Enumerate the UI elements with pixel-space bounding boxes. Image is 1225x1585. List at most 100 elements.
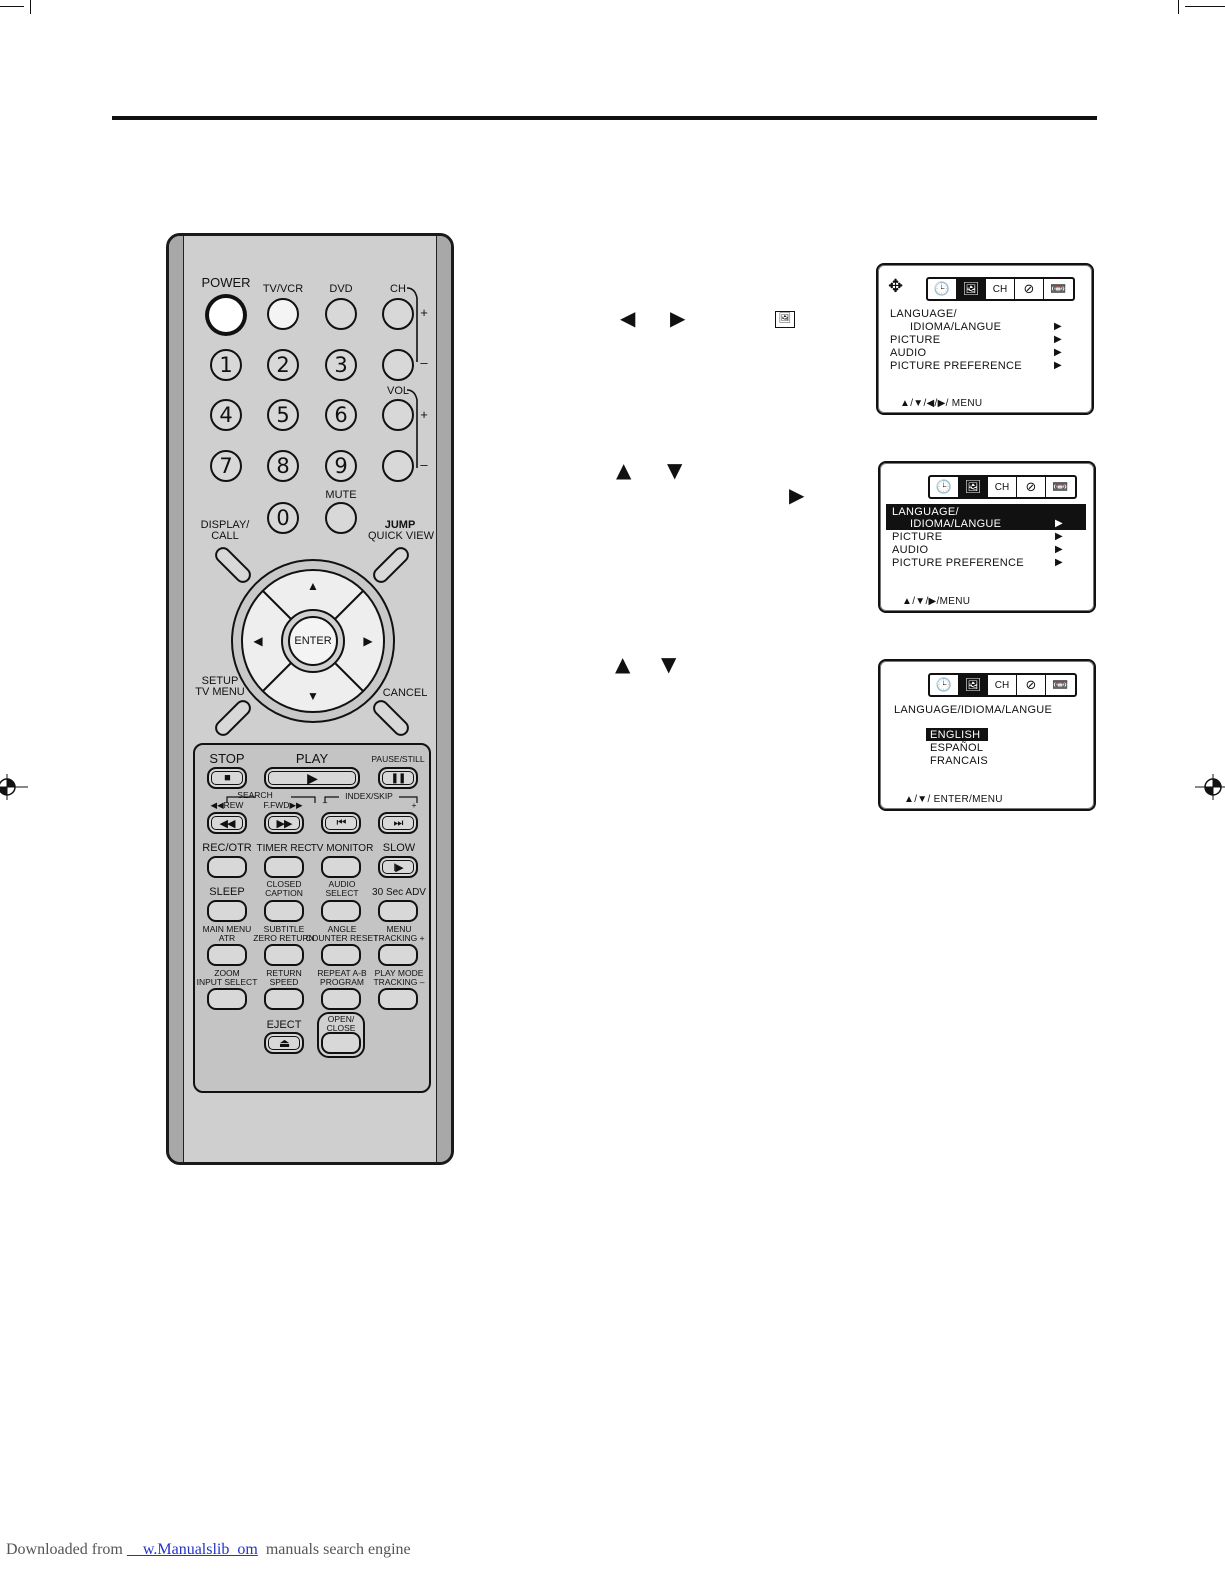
selection-highlight xyxy=(886,504,1086,530)
tv-monitor-label: TV MONITOR xyxy=(310,843,374,854)
vol-down-button[interactable] xyxy=(382,450,414,482)
number-2-button[interactable]: 2 xyxy=(267,349,299,381)
submenu-arrow-icon: ▶ xyxy=(1055,518,1063,529)
mute-button[interactable] xyxy=(325,502,357,534)
remote-control: POWER TV/VCR DVD CH + – 1 2 3 VOL + – 4 … xyxy=(166,233,454,1165)
dpad-right-button[interactable]: ▶ xyxy=(363,634,373,648)
submenu-arrow-icon: ▶ xyxy=(1055,544,1063,555)
30sec-adv-button[interactable] xyxy=(378,900,418,922)
sleep-button[interactable] xyxy=(207,900,247,922)
jump-label: JUMP xyxy=(384,519,416,531)
dpad-left-button[interactable]: ◀ xyxy=(253,634,263,648)
skip-forward-button[interactable]: ⏭ xyxy=(378,812,418,834)
return-speed-button[interactable] xyxy=(264,988,304,1010)
setup-tvmenu-button[interactable] xyxy=(211,696,255,740)
number-5-button[interactable]: 5 xyxy=(267,399,299,431)
crop-mark xyxy=(1178,0,1179,14)
skip-back-button[interactable]: ⏮ xyxy=(321,812,361,834)
channel-icon: CH xyxy=(988,477,1017,497)
submenu-arrow-icon: ▶ xyxy=(1054,360,1062,371)
menu-icon-bar: 🕒 🖼 CH ⊘ 📼 xyxy=(928,475,1077,499)
footer-suffix: manuals search engine xyxy=(257,1541,411,1558)
number-7-button[interactable]: 7 xyxy=(210,450,242,482)
submenu-arrow-icon: ▶ xyxy=(1055,557,1063,568)
picture-icon: 🖼 xyxy=(959,477,988,497)
dvd-label: DVD xyxy=(329,283,353,295)
30sec-adv-label: 30 Sec ADV xyxy=(372,887,426,898)
ffwd-button[interactable]: ▶▶ xyxy=(264,812,304,834)
submenu-arrow-icon: ▶ xyxy=(1054,334,1062,345)
dpad-dividers xyxy=(262,590,364,692)
dpad-down-button[interactable]: ▼ xyxy=(307,689,319,703)
language-option-espanol[interactable]: ESPAÑOL xyxy=(930,742,984,754)
dpad-up-button[interactable]: ▲ xyxy=(307,579,319,593)
language-option-francais[interactable]: FRANCAIS xyxy=(930,755,989,767)
tv-monitor-button[interactable] xyxy=(321,856,361,878)
rew-label: ◀◀REW xyxy=(210,800,244,810)
number-0-button[interactable]: 0 xyxy=(267,502,299,534)
open-close-button[interactable] xyxy=(321,1032,361,1054)
dvd-button[interactable] xyxy=(325,298,357,330)
menu-item-picture-preference: PICTURE PREFERENCE xyxy=(890,360,1022,372)
timer-rec-button[interactable] xyxy=(264,856,304,878)
number-6-button[interactable]: 6 xyxy=(325,399,357,431)
menu-item-idioma-langue[interactable]: IDIOMA/LANGUE xyxy=(910,518,1002,530)
step1-picture-icon: 🖼 xyxy=(775,311,795,328)
number-1-button[interactable]: 1 xyxy=(210,349,242,381)
number-3-button[interactable]: 3 xyxy=(325,349,357,381)
eject-button[interactable]: ⏏ xyxy=(264,1032,304,1054)
stop-button[interactable]: ■ xyxy=(207,767,247,789)
number-4-button[interactable]: 4 xyxy=(210,399,242,431)
menu-tracking-plus-button[interactable] xyxy=(378,944,418,966)
crop-mark xyxy=(30,0,31,14)
navigation-hint: ▲/▼/◀/▶/ MENU xyxy=(900,398,983,409)
ch-plus: + xyxy=(420,305,428,320)
remote-side-left xyxy=(169,236,184,1162)
menu-item-picture-preference: PICTURE PREFERENCE xyxy=(892,557,1024,569)
picture-icon: 🖼 xyxy=(957,279,986,299)
angle-counter-reset-button[interactable] xyxy=(321,944,361,966)
vol-bracket xyxy=(406,389,418,468)
play-mode-tracking-minus-label: PLAY MODE TRACKING – xyxy=(373,968,425,987)
language-option-english[interactable]: ENGLISH xyxy=(930,729,981,741)
slow-button[interactable]: I▶ xyxy=(378,856,418,878)
rec-otr-button[interactable] xyxy=(207,856,247,878)
play-button[interactable]: ▶ xyxy=(264,767,360,789)
number-9-button[interactable]: 9 xyxy=(325,450,357,482)
sleep-label: SLEEP xyxy=(209,886,245,898)
enter-button[interactable]: ENTER xyxy=(288,616,338,666)
osd-screen-language-highlighted: 🕒 🖼 CH ⊘ 📼 LANGUAGE/ IDIOMA/LANGUE ▶ PIC… xyxy=(878,461,1096,613)
lock-icon: ⊘ xyxy=(1015,279,1044,299)
menu-item-language[interactable]: LANGUAGE/ xyxy=(892,506,959,518)
vol-up-button[interactable] xyxy=(382,399,414,431)
zoom-input-select-label: ZOOM INPUT SELECT xyxy=(196,968,258,987)
main-menu-atr-button[interactable] xyxy=(207,944,247,966)
pause-still-label: PAUSE/STILL xyxy=(371,754,425,764)
vcr-tape-icon: 📼 xyxy=(1052,479,1069,495)
menu-item-audio: AUDIO xyxy=(890,347,927,359)
picture-icon: 🖼 xyxy=(959,675,988,695)
ch-up-button[interactable] xyxy=(382,298,414,330)
play-mode-tracking-minus-button[interactable] xyxy=(378,988,418,1010)
rew-button[interactable]: ◀◀ xyxy=(207,812,247,834)
main-menu-atr-label: MAIN MENU ATR xyxy=(202,924,252,943)
manualslib-link[interactable]: w.Manualslib om xyxy=(126,1541,258,1558)
ch-down-button[interactable] xyxy=(382,349,414,381)
subtitle-zero-return-button[interactable] xyxy=(264,944,304,966)
audio-select-button[interactable] xyxy=(321,900,361,922)
number-8-button[interactable]: 8 xyxy=(267,450,299,482)
osd-screen-setup-menu: ✥ 🕒 🖼 CH ⊘ 📼 LANGUAGE/ IDIOMA/LANGUE ▶ P… xyxy=(876,263,1094,415)
remote-side-right xyxy=(436,236,451,1162)
power-label: POWER xyxy=(201,275,251,290)
step3-down-arrow: ▼ xyxy=(661,652,677,676)
power-button[interactable] xyxy=(206,295,246,335)
pause-still-button[interactable]: ❚❚ xyxy=(378,767,418,789)
repeat-program-button[interactable] xyxy=(321,988,361,1010)
header-rule xyxy=(112,116,1097,120)
vcr-tape-icon: 📼 xyxy=(1052,677,1069,693)
closed-caption-button[interactable] xyxy=(264,900,304,922)
cancel-button[interactable] xyxy=(369,696,413,740)
skip-minus-label: – xyxy=(322,797,328,807)
zoom-input-select-button[interactable] xyxy=(207,988,247,1010)
tvvcr-button[interactable] xyxy=(267,298,299,330)
